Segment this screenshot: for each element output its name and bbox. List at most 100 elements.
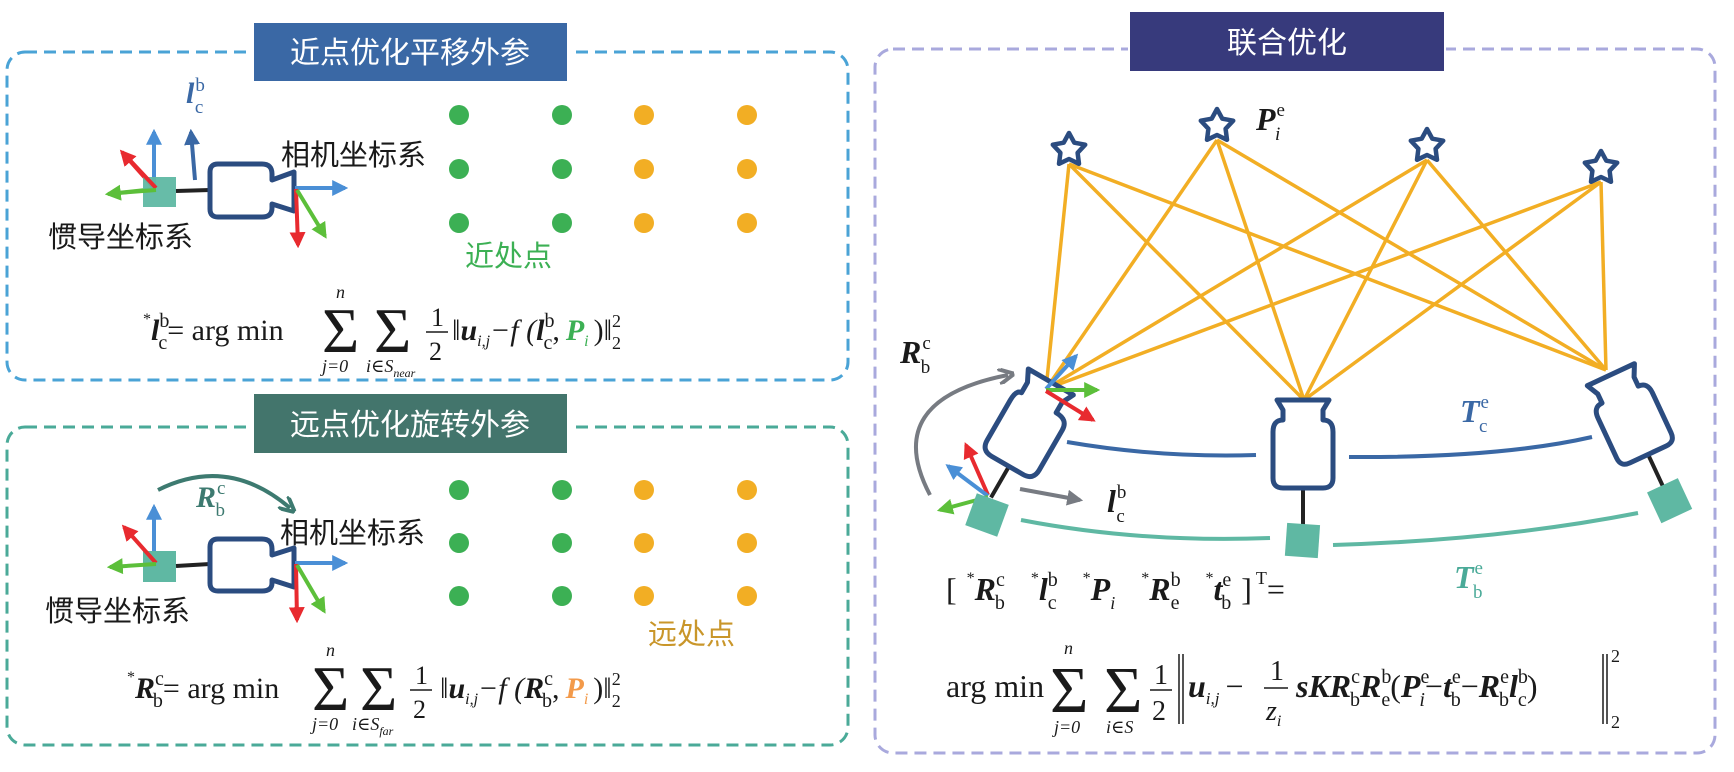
observation-ray — [1216, 138, 1607, 372]
imu-camera-link — [175, 188, 211, 193]
far-points-label: 远处点 — [648, 617, 735, 651]
svg-text:Σ: Σ — [322, 295, 359, 366]
observation-ray — [1067, 162, 1306, 402]
observation-ray — [1302, 159, 1429, 401]
joint-panel-title: 联合优化 — [1227, 26, 1347, 61]
svg-text:i∈S: i∈S — [1106, 717, 1133, 737]
svg-text:j=0: j=0 — [1052, 717, 1080, 737]
svg-text:n: n — [326, 640, 335, 660]
observation-ray — [1045, 158, 1428, 391]
svg-text:i∈Sfar: i∈Sfar — [352, 714, 394, 738]
near-point — [552, 533, 572, 553]
near-panel-border — [5, 50, 850, 382]
near-point — [449, 586, 469, 606]
svg-text:ui,j−: ui,j− — [1188, 668, 1244, 708]
landmarks — [1050, 106, 1620, 185]
far-point — [737, 533, 757, 553]
imu-pose-1 — [936, 442, 1009, 537]
svg-text:Σ: Σ — [374, 295, 411, 366]
camera-axis-green — [295, 188, 327, 239]
near-point — [552, 105, 572, 125]
cam1-axis-red — [1044, 389, 1096, 422]
far-panel-title: 远点优化旋转外参 — [290, 408, 530, 443]
svg-text:1: 1 — [415, 661, 428, 690]
camera-trajectory-right — [1348, 435, 1593, 460]
near-panel-title-box — [252, 21, 569, 83]
near-point — [449, 105, 469, 125]
observation-ray — [1302, 180, 1603, 402]
rotation-arc-icon — [157, 474, 290, 508]
far-imu-frame — [106, 503, 211, 582]
observation-ray — [1045, 180, 1602, 391]
far-panel-border — [5, 425, 850, 747]
svg-text:2: 2 — [429, 337, 442, 366]
svg-text:*lbc= arg min: *lbc= arg min — [143, 310, 284, 354]
imu-trajectory-left — [1020, 518, 1271, 541]
imu-axis-red — [121, 524, 158, 565]
far-imu-frame-label: 惯导坐标系 — [45, 594, 190, 628]
far-panel-title-box — [252, 392, 569, 455]
translation-arrow-icon — [1019, 487, 1084, 506]
camera-body-icon — [207, 536, 297, 594]
far-point — [634, 586, 654, 606]
observation-ray — [1599, 181, 1608, 371]
far-point — [634, 213, 654, 233]
svg-text:‖ui,j−f (Rcb,Pi)‖22: ‖ui,j−f (Rcb,Pi)‖22 — [440, 668, 621, 712]
svg-text:arg min: arg min — [946, 668, 1044, 704]
far-panel-points — [449, 480, 757, 606]
svg-text:[ *Rcb *lbc: [ *Rcb *lbc *Pi *Rbe *teb ]T= — [946, 568, 1285, 616]
cam1-axis-blue — [1044, 353, 1079, 391]
observation-ray — [1425, 158, 1608, 372]
near-point — [449, 159, 469, 179]
observation-rays — [1044, 138, 1608, 402]
camera-axis-red — [289, 188, 306, 249]
imu-camera-link — [989, 463, 1012, 499]
near-panel-title: 近点优化平移外参 — [290, 36, 530, 71]
near-points-label: 近处点 — [465, 239, 552, 273]
near-point — [552, 213, 572, 233]
imu-box — [1647, 478, 1693, 524]
svg-text:2: 2 — [1152, 696, 1166, 727]
far-point — [737, 159, 757, 179]
svg-text:1: 1 — [1270, 656, 1284, 687]
far-point — [634, 533, 654, 553]
joint-formula-line2: arg min Σ n j=0 Σ i∈S 1 2 ui,j− 1 zi sKR… — [946, 638, 1620, 737]
observation-ray — [1044, 139, 1219, 390]
imu-box — [1284, 522, 1321, 559]
camera-body-icon — [1584, 361, 1675, 467]
near-point — [449, 533, 469, 553]
camera-axis-red — [288, 563, 305, 624]
svg-text:*Rcb= arg min: *Rcb= arg min — [127, 668, 279, 712]
svg-text:j=0: j=0 — [310, 714, 338, 734]
camera-pose-3 — [1584, 361, 1693, 524]
imu-axis-green-over — [117, 188, 157, 195]
svg-text:2: 2 — [413, 695, 426, 724]
svg-text:Σ: Σ — [312, 653, 349, 724]
joint-panel-title-box — [1128, 10, 1446, 73]
near-camera-frame-label: 相机坐标系 — [281, 138, 426, 172]
svg-text:2: 2 — [1611, 646, 1620, 666]
svg-text:zi: zi — [1265, 696, 1281, 730]
near-point — [552, 480, 572, 500]
camera-body-icon — [207, 161, 297, 220]
near-point — [449, 480, 469, 500]
landmark-star-icon — [1050, 130, 1088, 167]
near-imu-frame-label: 惯导坐标系 — [48, 220, 193, 254]
rotation-arrow-icon — [913, 375, 1008, 496]
camera-body-icon — [982, 366, 1076, 480]
svg-text:i∈Snear: i∈Snear — [366, 356, 416, 380]
far-camera-frame-label: 相机坐标系 — [280, 516, 425, 550]
camera-trajectory-left — [1066, 440, 1257, 458]
landmark-star-icon — [1408, 126, 1446, 163]
landmark-star-icon — [1198, 106, 1236, 143]
far-point — [737, 586, 757, 606]
